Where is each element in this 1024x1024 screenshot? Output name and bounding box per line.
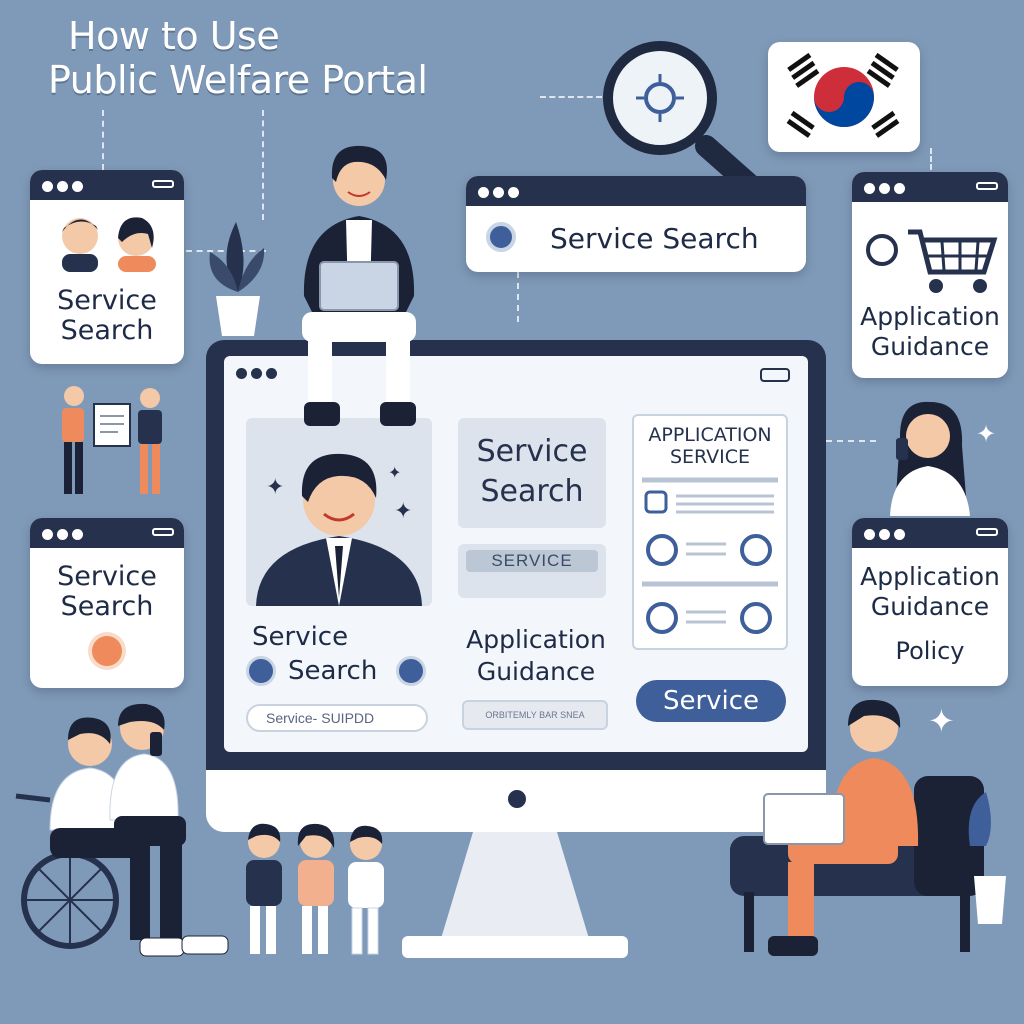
application-panel: APPLICATION SERVICE <box>632 414 788 650</box>
tile-line2: Search <box>480 474 584 509</box>
avatar: ✦ ✦ ✦ <box>256 453 422 606</box>
connector-line <box>826 440 876 442</box>
card-label-line2: Guidance <box>870 592 990 621</box>
application-guidance-label: Application Guidance <box>462 624 610 688</box>
sparkle-icon: ✦ <box>928 703 955 739</box>
service-search-tile[interactable]: Service Search <box>458 418 606 528</box>
window-icon <box>760 368 790 382</box>
connector-line <box>517 272 519 322</box>
connector-line <box>102 110 104 170</box>
service-small-button-wrap: SERVICE <box>458 544 606 598</box>
guidance-input[interactable]: ORBITEMLY BAR SNEA <box>462 700 608 730</box>
search-badge-icon <box>396 656 426 686</box>
title-line-2: Public Welfare Portal <box>48 58 428 102</box>
search-icon <box>486 222 516 252</box>
title-line-1: How to Use <box>68 14 280 58</box>
card-label-line1: Application <box>860 302 1000 331</box>
profile-caption-line2: Search <box>288 656 378 686</box>
card-label-line3: Policy <box>895 637 965 665</box>
card-label-line1: Service <box>57 561 157 592</box>
card-label-line1: Service <box>57 285 157 316</box>
profile-input[interactable]: Service- SUIPDD <box>246 704 428 732</box>
app-guidance-line2: Guidance <box>476 657 596 686</box>
svg-text:✦: ✦ <box>394 498 412 523</box>
people-illustration <box>62 217 156 272</box>
card-label-line2: Search <box>60 315 154 346</box>
search-icon <box>246 656 276 686</box>
card-label-line2: Search <box>60 591 154 622</box>
connector-line <box>930 148 932 178</box>
card-label-line2: Guidance <box>870 332 990 361</box>
service-small-button[interactable]: SERVICE <box>466 550 598 572</box>
svg-text:✦: ✦ <box>266 474 284 499</box>
app-guidance-line1: Application <box>466 625 606 654</box>
application-form-illustration <box>642 477 778 634</box>
shopping-cart-icon <box>866 229 998 293</box>
connector-line <box>540 96 602 98</box>
woman-phone-illustration <box>890 401 970 516</box>
connector-line <box>262 110 264 220</box>
plant-icon <box>209 222 265 336</box>
app-panel-line1: APPLICATION <box>648 424 772 446</box>
person-on-sofa-illustration <box>730 699 1006 956</box>
power-icon <box>508 790 526 808</box>
app-panel-line2: SERVICE <box>669 446 751 468</box>
man-with-laptop-illustration <box>302 145 416 426</box>
profile-caption-line1: Service <box>252 622 349 652</box>
monitor-base <box>402 936 628 958</box>
connector-line <box>186 250 266 252</box>
card-label-line1: Application <box>860 562 1000 591</box>
svg-text:✦: ✦ <box>388 465 401 482</box>
service-search-card[interactable]: Service Search <box>30 170 184 364</box>
wheelchair-pair-illustration <box>15 703 229 957</box>
monitor-stand <box>440 832 590 942</box>
screen-dots <box>236 366 281 384</box>
search-badge-icon <box>92 636 122 666</box>
service-search-bar[interactable]: Service Search <box>466 176 806 272</box>
korean-flag-icon <box>768 42 920 152</box>
children-illustration <box>246 823 384 955</box>
profile-panel: ✦ ✦ ✦ <box>246 418 432 606</box>
application-guidance-card[interactable]: Application Guidance <box>852 172 1008 378</box>
service-button[interactable]: Service <box>636 680 786 722</box>
sparkle-icon: ✦ <box>976 421 997 448</box>
tile-line1: Service <box>476 434 588 469</box>
page-title: How to Use Public Welfare Portal <box>48 14 428 102</box>
search-bar-label: Service Search <box>550 222 759 255</box>
people-handshake-illustration <box>62 386 162 494</box>
application-guidance-policy-card[interactable]: Application Guidance Policy <box>852 518 1008 686</box>
service-search-card-2[interactable]: Service Search <box>30 518 184 688</box>
